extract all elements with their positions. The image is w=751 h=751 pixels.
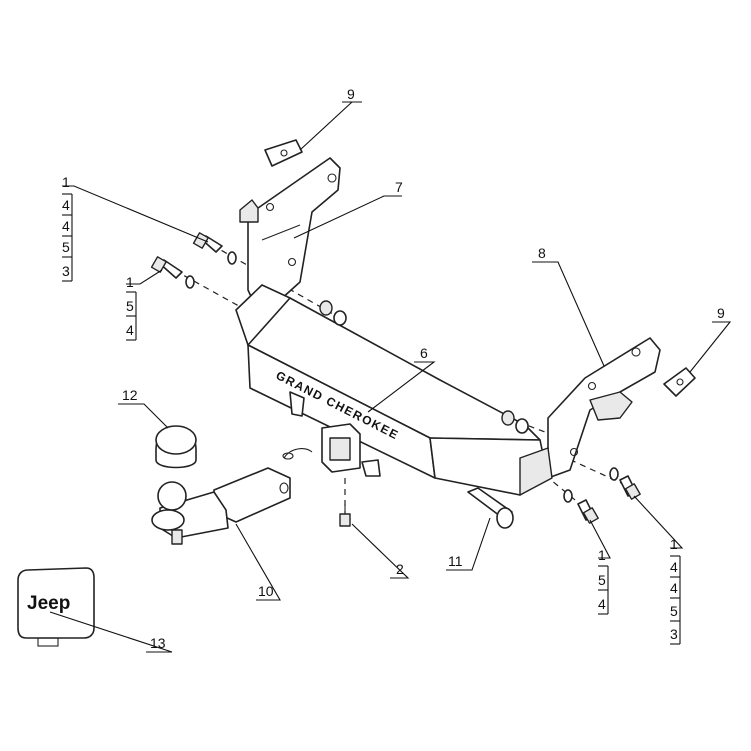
stack-left-lower-item: 4 [126, 322, 134, 338]
bolt-right-upper [609, 467, 641, 500]
spacer-plate-right [663, 367, 696, 397]
callout-9-right: 9 [717, 305, 725, 321]
callout-7: 7 [395, 179, 403, 195]
callout-13: 13 [150, 635, 166, 651]
stack-right-upper-item: 5 [670, 603, 678, 619]
callout-12: 12 [122, 387, 138, 403]
stack-left-lower-item: 5 [126, 298, 134, 314]
bolt-left-lower [150, 256, 195, 289]
stack-right-upper-item: 1 [670, 536, 678, 552]
main-crossbar: GRAND CHEROKEE [235, 284, 553, 496]
hitch-pin-clip [282, 448, 313, 460]
callout-11: 11 [448, 553, 463, 569]
leader-lines [49, 101, 732, 653]
wiring-harness-plug [467, 487, 514, 529]
stack-right-upper-item: 3 [670, 626, 678, 642]
stack-right-lower-item: 1 [598, 547, 606, 563]
left-bracket [239, 157, 341, 306]
bolt-left-upper [192, 232, 237, 265]
tow-ball-cover [155, 425, 197, 469]
callout-2: 2 [396, 561, 404, 577]
stack-right-upper-item: 4 [670, 580, 678, 596]
stack-left-upper-item: 3 [62, 263, 70, 279]
stack-right-lower-item: 5 [598, 572, 606, 588]
callout-labels: 9 7 8 9 6 12 2 10 11 13 1 4 4 5 3 1 5 4 … [62, 86, 725, 651]
callout-9-top: 9 [347, 86, 355, 102]
bolt-2 [339, 504, 351, 527]
jeep-hitch-cover: Jeep [17, 567, 95, 647]
stack-left-upper-item: 5 [62, 239, 70, 255]
jeep-logo-text: Jeep [27, 593, 70, 614]
callout-10: 10 [258, 583, 274, 599]
ball-mount [151, 467, 291, 545]
spacer-plate-top [264, 139, 303, 167]
stack-left-upper-item: 1 [62, 174, 70, 190]
stack-left-upper-item: 4 [62, 197, 70, 213]
nut-left [319, 300, 347, 326]
callout-8: 8 [538, 245, 546, 261]
stack-right-upper-item: 4 [670, 559, 678, 575]
stack-left-upper-item: 4 [62, 218, 70, 234]
stack-right-lower-item: 4 [598, 596, 606, 612]
right-bracket [547, 337, 661, 479]
bolt-right-lower [563, 489, 599, 524]
nut-right [501, 410, 529, 434]
callout-6: 6 [420, 345, 428, 361]
stack-left-lower-item: 1 [126, 274, 134, 290]
